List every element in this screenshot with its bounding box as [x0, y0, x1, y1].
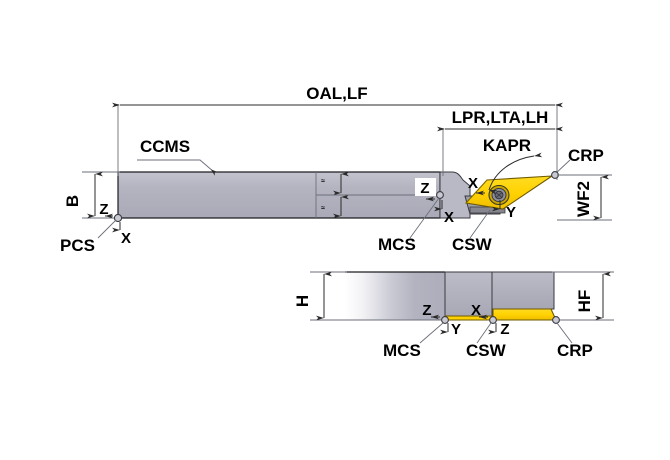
label-csw-x-top: X [471, 302, 481, 319]
topview-body-mid [444, 271, 493, 321]
dimension-kapr: KAPR [483, 136, 543, 195]
label-wf2: WF2 [574, 181, 593, 217]
label-mcs-y-top: Y [451, 321, 461, 338]
label-h: H [293, 295, 312, 307]
label-mcs-z-side: Z [420, 180, 429, 197]
label-mcs-top: MCS [383, 341, 421, 360]
label-csw-z-top: Z [500, 321, 509, 338]
csw-point-marker-top [489, 316, 497, 324]
label-kapr: KAPR [483, 136, 531, 155]
mcs-point-marker-side [436, 191, 444, 199]
callout-pcs: Z X PCS [60, 201, 131, 255]
dimension-oal-lf: OAL,LF [112, 84, 563, 180]
label-mcs-side: MCS [378, 235, 416, 254]
label-pcs: PCS [60, 236, 95, 255]
callout-crp-side: CRP [551, 146, 604, 179]
label-ccms: CCMS [140, 137, 190, 156]
callout-ccms: CCMS [137, 137, 218, 176]
callout-csw-side: X Y CSW [452, 175, 516, 254]
dimension-b: B [63, 171, 120, 219]
top-view-group: H HF Z Y MCS X [293, 271, 614, 360]
label-crp-side: CRP [568, 146, 604, 165]
label-b: B [63, 195, 82, 207]
label-mcs-x-side: X [444, 209, 454, 226]
label-csw-top: CSW [466, 341, 507, 360]
label-pcs-z: Z [99, 201, 108, 218]
label-csw-side: CSW [452, 235, 493, 254]
label-mcs-z-top: Z [422, 302, 431, 319]
callout-mcs-top: Z Y MCS [383, 302, 461, 360]
label-crp-top: CRP [557, 341, 593, 360]
side-view-group: OAL,LF LPR,LTA,LH KAPR CRP CCMS [60, 84, 612, 255]
topview-insert [492, 308, 557, 321]
tick-text-lower: ≈ [321, 205, 325, 212]
tick-text-upper: ≈ [321, 178, 325, 185]
dimension-h: H [293, 271, 347, 321]
label-pcs-x: X [121, 230, 131, 247]
label-csw-x-side: X [468, 175, 478, 192]
callout-mcs-side: Z X MCS [378, 178, 454, 254]
callout-csw-top: X Z CSW [466, 302, 510, 360]
pcs-point-marker [113, 213, 123, 223]
mcs-point-marker-top [441, 316, 449, 324]
dimension-hf: HF [552, 271, 614, 321]
callout-crp-top: CRP [552, 316, 593, 360]
dimension-lpr-lta-lh: LPR,LTA,LH [437, 108, 563, 176]
label-oal-lf: OAL,LF [306, 84, 367, 103]
crp-point-marker-top [552, 316, 560, 324]
dimension-wf2: WF2 [557, 174, 612, 221]
label-lpr-lta-lh: LPR,LTA,LH [452, 108, 549, 127]
label-hf: HF [575, 290, 594, 313]
topview-body-left [345, 272, 445, 320]
insert-clamp-screw [488, 184, 510, 206]
topview-head-block [491, 271, 555, 310]
label-csw-y-side: Y [506, 204, 516, 221]
mcs-z-label-bg [415, 178, 436, 196]
